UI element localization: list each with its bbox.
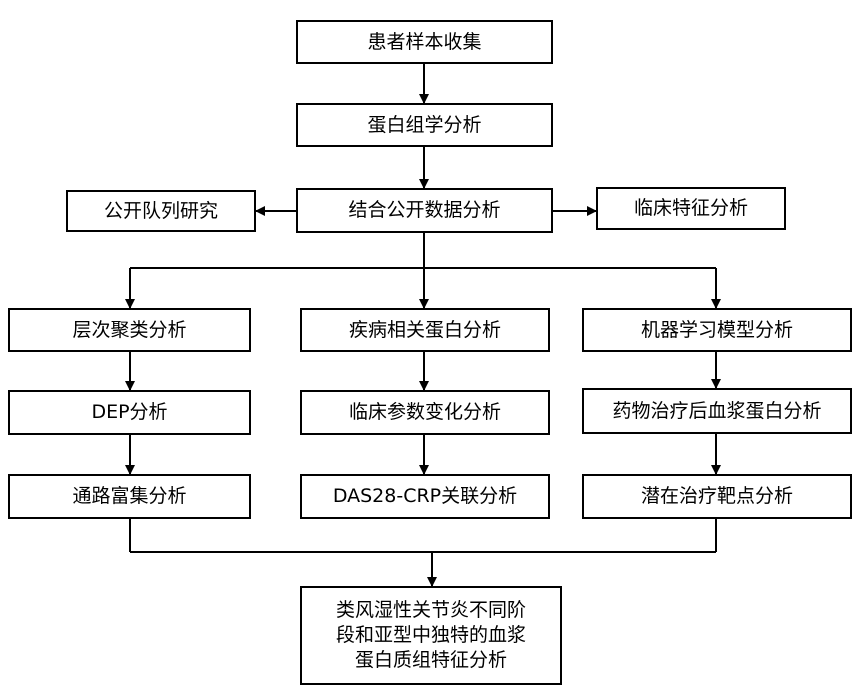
das28-box: DAS28-CRP关联分析	[300, 474, 550, 519]
clustering-box: 层次聚类分析	[8, 308, 251, 352]
result-line-1: 类风湿性关节炎不同阶	[335, 599, 526, 622]
dep-box: DEP分析	[8, 390, 251, 435]
clinical-params-box: 临床参数变化分析	[300, 390, 550, 435]
ml-model-box: 机器学习模型分析	[582, 308, 852, 352]
clinical-features-box: 临床特征分析	[596, 187, 786, 230]
public-cohort-box: 公开队列研究	[66, 190, 256, 232]
proteomics-box: 蛋白组学分析	[296, 103, 553, 147]
result-line-2: 段和亚型中独特的血浆	[335, 624, 526, 647]
result-box: 类风湿性关节炎不同阶 段和亚型中独特的血浆 蛋白质组特征分析	[300, 586, 562, 685]
pathway-box: 通路富集分析	[8, 474, 251, 519]
disease-protein-box: 疾病相关蛋白分析	[300, 308, 550, 352]
sample-collection-box: 患者样本收集	[296, 20, 553, 64]
drug-treatment-box: 药物治疗后血浆蛋白分析	[582, 388, 852, 434]
targets-box: 潜在治疗靶点分析	[582, 474, 852, 519]
result-line-3: 蛋白质组特征分析	[354, 648, 507, 671]
public-data-box: 结合公开数据分析	[296, 188, 553, 233]
